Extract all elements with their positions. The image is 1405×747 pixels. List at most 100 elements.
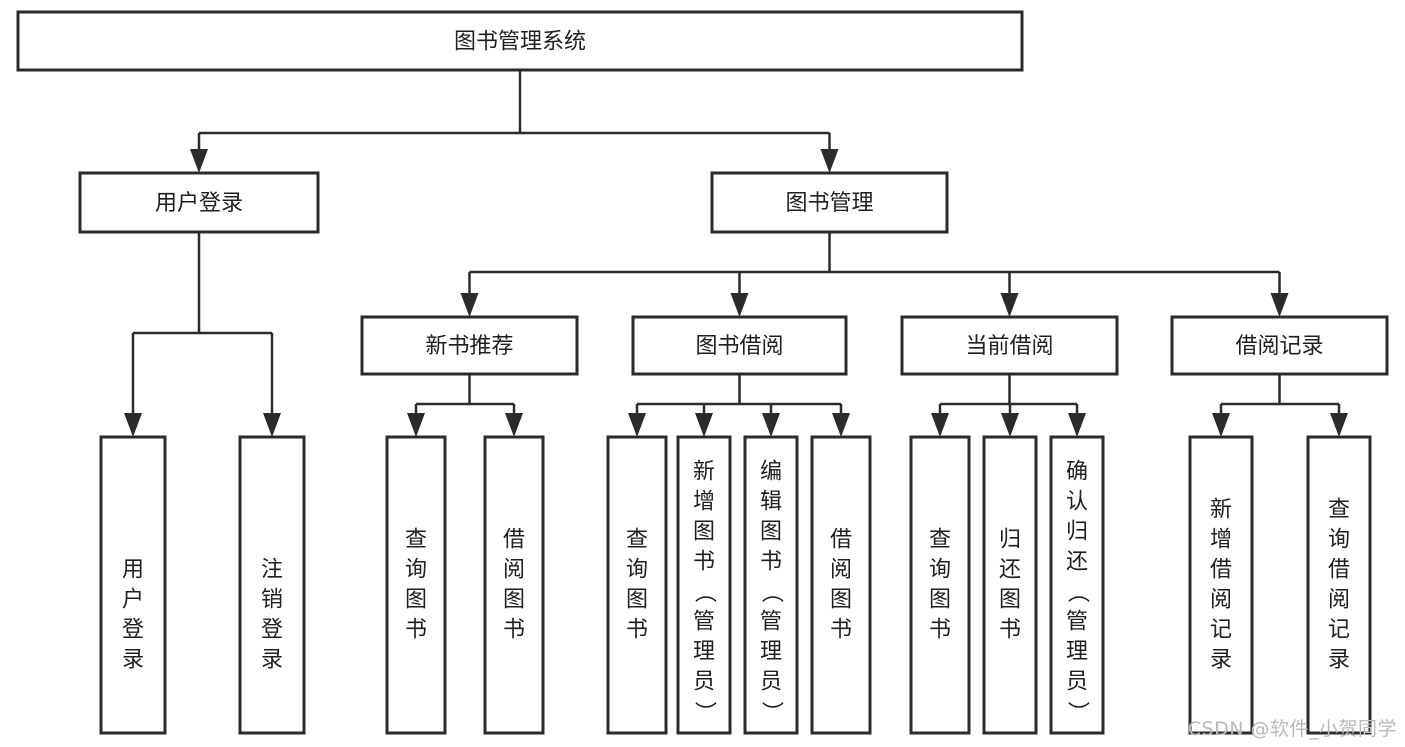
node-level3-当前借阅-2[interactable]: 当前借阅 (900, 315, 1119, 376)
node-label-char: 新 (693, 460, 715, 485)
node-label-char: 归 (999, 528, 1021, 553)
node-label-char: 图 (693, 520, 715, 545)
node-label-char: 查 (405, 528, 427, 553)
node-box (385, 435, 447, 735)
node-label-char: 阅 (1328, 588, 1350, 613)
node-label: 用户登录 (155, 191, 243, 216)
node-root-图书管理系统-0[interactable]: 图书管理系统 (16, 10, 1024, 72)
connector-当前借阅-to-leaves-arrow-0 (931, 404, 949, 437)
node-box (483, 435, 545, 735)
node-label-char: 增 (1210, 528, 1232, 553)
node-box (1306, 435, 1372, 735)
connector-用户登录-to-leaves-arrow-0 (124, 333, 142, 437)
node-label: 新书推荐 (425, 334, 513, 359)
node-label-char: 书 (830, 618, 852, 643)
connector-root-to-level2-arrow-0 (190, 133, 208, 173)
node-label-char: 图 (999, 588, 1021, 613)
node-label-char: 员 (1066, 670, 1088, 695)
watermark-text: CSDN @软件_小贺同学 (1187, 718, 1397, 740)
node-label-char: 书 (999, 618, 1021, 643)
node-label-char: 查 (1328, 498, 1350, 523)
node-box (238, 435, 306, 735)
node-level3-借阅记录-3[interactable]: 借阅记录 (1170, 315, 1389, 376)
node-box (710, 171, 949, 234)
connector-当前借阅-to-leaves-arrow-2 (1068, 404, 1086, 437)
node-box (78, 171, 320, 234)
node-label-char: （ (1065, 581, 1090, 603)
node-label-char: 图 (503, 588, 525, 613)
node-label-char: 图 (929, 588, 951, 613)
node-label-char: 录 (1210, 648, 1232, 673)
node-level2-用户登录-0[interactable]: 用户登录 (78, 171, 320, 234)
node-label-char: （ (692, 581, 717, 603)
node-label-char: 询 (1328, 528, 1350, 553)
connector-bookmgmt-to-level3 (469, 232, 1280, 274)
node-label-char: 借 (1210, 558, 1232, 583)
node-label-char: 记 (1328, 618, 1350, 643)
node-label-char: 借 (503, 528, 525, 553)
node-label-char: 管 (760, 610, 782, 635)
connector-借阅记录-to-leaves (1221, 374, 1339, 406)
connector-bookmgmt-to-level3-arrow-3 (1270, 272, 1289, 317)
connector-用户登录-to-leaves-arrow-1 (263, 333, 281, 437)
node-label-char: 记 (1210, 618, 1232, 643)
node-label-char: 员 (693, 670, 715, 695)
node-label-char: 图 (760, 520, 782, 545)
connector-root-to-level2-arrow-1 (820, 133, 839, 173)
node-label-char: 查 (929, 528, 951, 553)
connector-图书借阅-to-leaves-arrow-2 (762, 404, 780, 437)
node-level2-图书管理-1[interactable]: 图书管理 (710, 171, 949, 234)
node-label-char: 借 (1328, 558, 1350, 583)
node-label-char: 书 (626, 618, 648, 643)
connector-新书推荐-to-leaves (416, 374, 514, 406)
node-label-char: 归 (1066, 520, 1088, 545)
node-label-char: 确 (1066, 460, 1088, 485)
node-label: 图书借阅 (695, 334, 783, 359)
node-label-char: 查 (626, 528, 648, 553)
node-label: 图书管理 (785, 191, 873, 216)
node-level3-新书推荐-0[interactable]: 新书推荐 (360, 315, 579, 376)
connector-图书借阅-to-leaves (637, 374, 841, 406)
node-label-char: （ (759, 581, 784, 603)
node-label-char: 登 (261, 618, 283, 643)
node-box (810, 435, 872, 735)
node-box (909, 435, 971, 735)
node-label-char: 书 (503, 618, 525, 643)
node-label-char: 书 (760, 550, 782, 575)
node-label-vertical: 用户登录 (122, 558, 144, 673)
node-box (360, 315, 579, 376)
node-label-char: 管 (1066, 610, 1088, 635)
node-leaf-用户登录-0[interactable]: 用户登录 (99, 435, 167, 735)
node-label-char: 阅 (830, 558, 852, 583)
node-box (676, 435, 732, 735)
node-box (982, 435, 1038, 735)
node-level3-图书借阅-1[interactable]: 图书借阅 (631, 315, 848, 376)
node-label-char: 图 (405, 588, 427, 613)
node-box (1170, 315, 1389, 376)
node-label-char: 阅 (503, 558, 525, 583)
node-label-char: 书 (405, 618, 427, 643)
connector-root-to-level2 (199, 70, 830, 135)
node-label-char: 增 (693, 490, 715, 515)
connector-当前借阅-to-leaves (940, 374, 1077, 406)
